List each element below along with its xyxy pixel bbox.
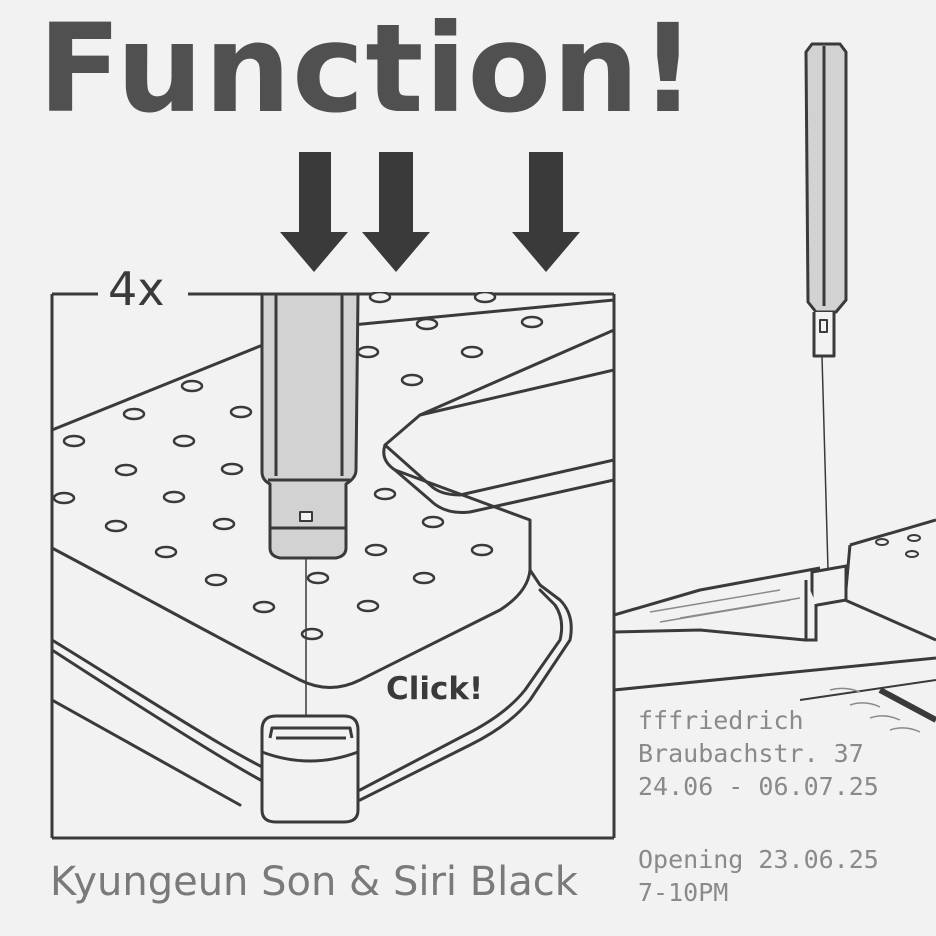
- venue-name: fffriedrich: [638, 706, 804, 735]
- down-arrow-icon: [512, 152, 580, 272]
- guide-line: [821, 355, 829, 571]
- down-arrow-icon: [362, 152, 430, 272]
- artists-credit: Kyungeun Son & Siri Black: [50, 859, 578, 905]
- clip-holder: [260, 714, 360, 824]
- hatch-marks: [649, 589, 921, 733]
- pen-icon: [804, 42, 848, 358]
- perforation-holes-small: [875, 534, 921, 558]
- clip-holder-small: [804, 564, 848, 642]
- opening-time: 7-10PM: [638, 878, 729, 907]
- poster-title: Function!: [38, 0, 697, 140]
- venue-info: fffriedrich Braubachstr. 37 24.06 - 06.0…: [638, 704, 879, 803]
- opening-date: Opening 23.06.25: [638, 845, 879, 874]
- click-label: Click!: [386, 671, 484, 707]
- opening-info: Opening 23.06.25 7-10PM: [638, 843, 879, 909]
- exhibition-dates: 24.06 - 06.07.25: [638, 772, 879, 801]
- venue-address: Braubachstr. 37: [638, 739, 864, 768]
- pen: [260, 292, 360, 560]
- down-arrow-icon: [280, 152, 348, 272]
- perforation-holes: [52, 292, 544, 641]
- quantity-label: 4x: [100, 266, 173, 312]
